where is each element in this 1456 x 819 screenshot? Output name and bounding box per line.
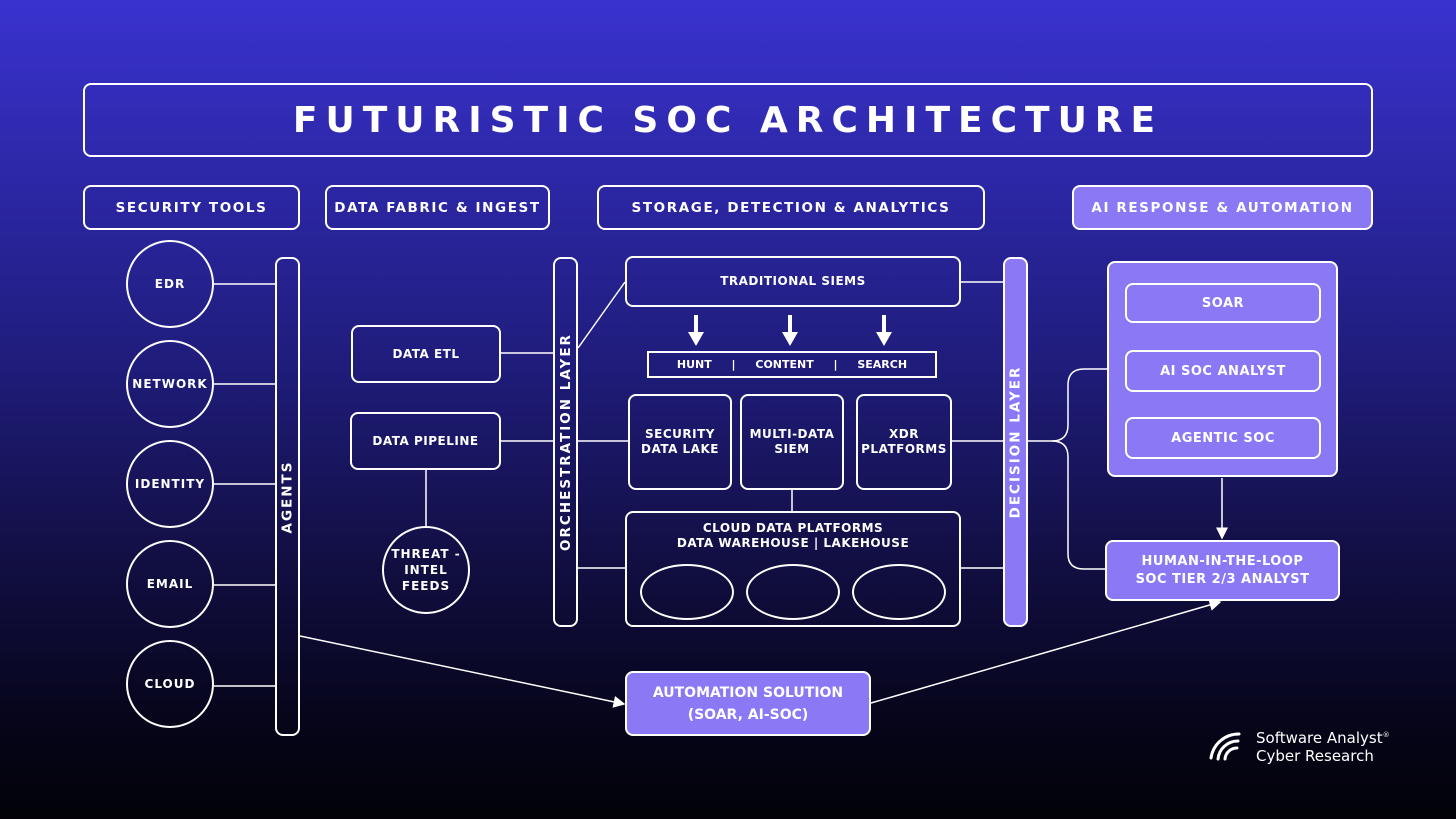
search-label: SEARCH bbox=[857, 358, 908, 371]
agents-bar: AGENTS bbox=[275, 257, 300, 736]
cloud-data-platforms-line-2: DATA WAREHOUSE | LAKEHOUSE bbox=[676, 536, 910, 550]
registered-mark: ® bbox=[1382, 730, 1390, 739]
xdr-platforms-line-2: PLATFORMS bbox=[861, 442, 947, 456]
agentic-soc-box: AGENTIC SOC bbox=[1125, 417, 1321, 459]
brand-logo: Software Analyst® Cyber Research bbox=[1208, 722, 1408, 768]
tool-cloud: CLOUD bbox=[126, 640, 214, 728]
decision-layer-label: DECISION LAYER bbox=[1007, 365, 1024, 519]
tool-network: NETWORK bbox=[126, 340, 214, 428]
multi-data-siem-line-1: MULTI-DATA bbox=[749, 427, 835, 441]
security-data-lake-box: SECURITY DATA LAKE bbox=[628, 394, 732, 490]
multi-data-siem-box: MULTI-DATA SIEM bbox=[740, 394, 844, 490]
hunt-content-search-bar: HUNT | CONTENT | SEARCH bbox=[647, 351, 937, 378]
automation-line-1: AUTOMATION SOLUTION bbox=[652, 684, 844, 701]
xdr-platforms-line-1: XDR bbox=[889, 427, 919, 441]
multi-data-siem-line-2: SIEM bbox=[774, 442, 810, 456]
human-loop-line-1: HUMAN-IN-THE-LOOP bbox=[1141, 553, 1304, 569]
threat-intel-line-3: FEEDS bbox=[401, 579, 451, 593]
hunt-label: HUNT bbox=[676, 358, 712, 371]
cloud-data-platforms-title: CLOUD DATA PLATFORMS DATA WAREHOUSE | LA… bbox=[627, 521, 959, 551]
human-loop-line-2: SOC TIER 2/3 ANALYST bbox=[1135, 571, 1310, 587]
automation-solution-box: AUTOMATION SOLUTION (SOAR, AI-SOC) bbox=[625, 671, 871, 736]
header-storage-detection: STORAGE, DETECTION & ANALYTICS bbox=[597, 185, 985, 230]
tool-identity: IDENTITY bbox=[126, 440, 214, 528]
signal-icon bbox=[1209, 732, 1241, 761]
storage-ellipse bbox=[746, 564, 840, 620]
separator: | bbox=[731, 358, 736, 371]
brand-line-2: Cyber Research bbox=[1256, 746, 1374, 765]
ai-soc-analyst-box: AI SOC ANALYST bbox=[1125, 350, 1321, 392]
data-etl-box: DATA ETL bbox=[351, 325, 501, 383]
brand-line-1: Software Analyst bbox=[1256, 728, 1383, 747]
soar-box: SOAR bbox=[1125, 283, 1321, 323]
header-ai-response: AI RESPONSE & AUTOMATION bbox=[1072, 185, 1373, 230]
orchestration-layer-label: ORCHESTRATION LAYER bbox=[557, 333, 574, 551]
storage-ellipse bbox=[640, 564, 734, 620]
threat-intel-line-2: INTEL bbox=[404, 563, 448, 577]
cloud-data-platforms-box: CLOUD DATA PLATFORMS DATA WAREHOUSE | LA… bbox=[625, 511, 961, 627]
threat-intel-line-1: THREAT - bbox=[391, 547, 461, 561]
decision-layer-bar: DECISION LAYER bbox=[1003, 257, 1028, 627]
brand-text: Software Analyst® Cyber Research bbox=[1256, 726, 1390, 765]
security-data-lake-line-1: SECURITY bbox=[645, 427, 715, 441]
content-label: CONTENT bbox=[755, 358, 814, 371]
human-in-the-loop-box: HUMAN-IN-THE-LOOP SOC TIER 2/3 ANALYST bbox=[1105, 540, 1340, 601]
cloud-data-platforms-line-1: CLOUD DATA PLATFORMS bbox=[702, 521, 884, 535]
security-data-lake-line-2: DATA LAKE bbox=[641, 442, 719, 456]
header-security-tools: SECURITY TOOLS bbox=[83, 185, 300, 230]
orchestration-layer-bar: ORCHESTRATION LAYER bbox=[553, 257, 578, 627]
tool-email: EMAIL bbox=[126, 540, 214, 628]
header-data-fabric: DATA FABRIC & INGEST bbox=[325, 185, 550, 230]
traditional-siems-box: TRADITIONAL SIEMS bbox=[625, 256, 961, 307]
xdr-platforms-box: XDR PLATFORMS bbox=[856, 394, 952, 490]
data-pipeline-box: DATA PIPELINE bbox=[350, 412, 501, 470]
tool-edr: EDR bbox=[126, 240, 214, 328]
storage-ellipse bbox=[852, 564, 946, 620]
page-title: FUTURISTIC SOC ARCHITECTURE bbox=[83, 83, 1373, 157]
agents-label: AGENTS bbox=[279, 460, 296, 533]
separator: | bbox=[833, 358, 838, 371]
automation-line-2: (SOAR, AI-SOC) bbox=[687, 706, 809, 723]
threat-intel-feeds: THREAT - INTEL FEEDS bbox=[382, 526, 470, 614]
